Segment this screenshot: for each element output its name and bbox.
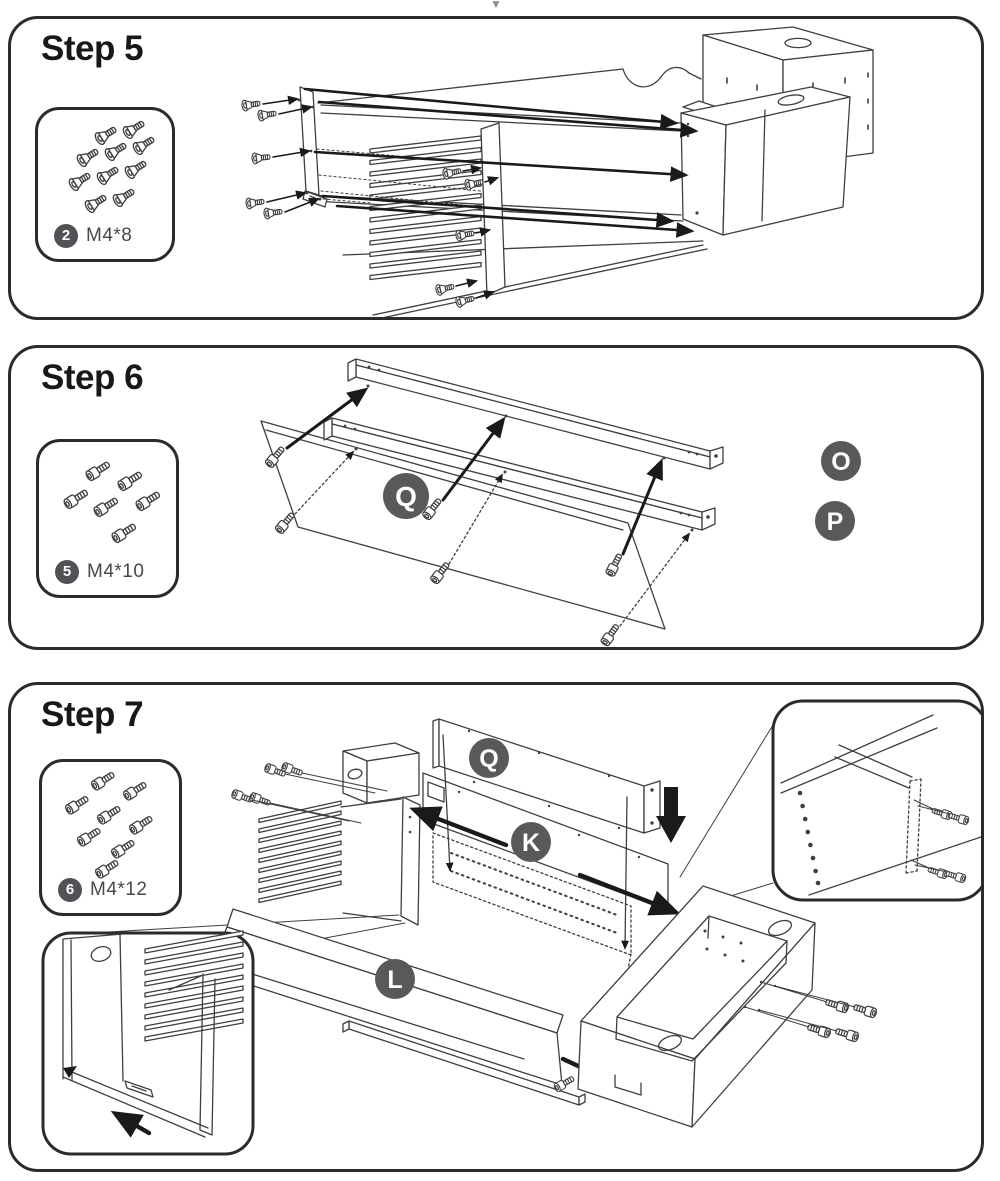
quantity-badge: 5 [55,560,79,584]
part-label-P: P [815,501,855,541]
step-5-panel: Step 5 2 M4*8 [8,16,984,320]
chevron-down-icon: ▼ [490,0,502,11]
part-label-K: K [511,822,551,862]
step-7-hardware-box: 6 M4*12 [39,759,182,916]
detail-inset-rail-slide [41,930,255,1156]
screw-size-label: M4*12 [90,879,148,900]
step-6-title: Step 6 [41,358,144,397]
step-5-title: Step 5 [41,29,144,68]
screw-size-label: M4*10 [87,561,145,582]
flat-head-screws-icon [66,116,158,215]
part-label-L: L [375,959,415,999]
step-5-hardware-box: 2 M4*8 [35,107,175,262]
screw-size-label: M4*8 [86,225,133,246]
step5-assembly-diagram [240,26,874,317]
part-label-Q2: Q [469,738,509,778]
step6-assembly-diagram: Q O P [260,358,861,647]
svg-text:Q: Q [479,745,498,773]
svg-text:P: P [827,508,844,536]
svg-text:K: K [522,829,540,857]
step7-assembly-diagram: Q K L [41,699,981,1156]
svg-text:Q: Q [395,481,417,512]
step-7-panel: Step 7 6 M4*12 [8,682,984,1172]
quantity-badge: 6 [58,878,82,902]
part-label-O: O [821,441,861,481]
socket-head-screws-icon [61,458,163,545]
part-label-Q: Q [383,473,429,519]
step-7-title: Step 7 [41,695,144,734]
svg-text:O: O [831,448,850,476]
step-6-panel: Step 6 5 M4*10 [8,345,984,650]
svg-text:L: L [387,966,402,994]
quantity-badge: 2 [54,224,78,248]
step-6-hardware-box: 5 M4*10 [36,439,179,598]
detail-inset-screw-holes [771,699,981,902]
